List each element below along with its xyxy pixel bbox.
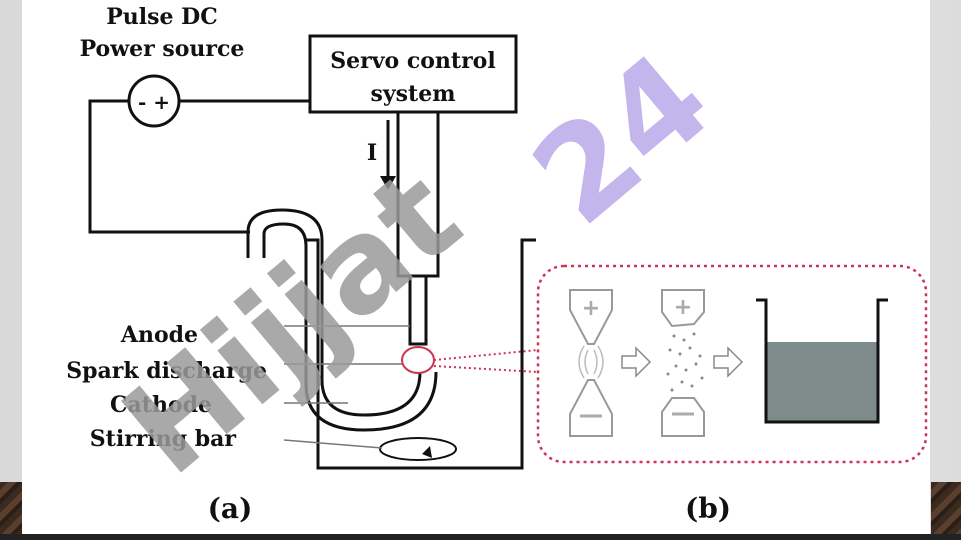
stirring-bar-arrow — [422, 446, 432, 458]
process-arrow-1 — [621, 346, 652, 378]
electrode-pair-after: + — [661, 289, 705, 437]
process-arrow-2 — [713, 346, 744, 378]
positive-sign-2: + — [674, 295, 692, 320]
spark-discharge-label: Spark discharge — [66, 358, 267, 384]
colloid-beaker — [756, 298, 888, 424]
stirring-bar-label: Stirring bar — [90, 426, 237, 452]
zoom-connector-bottom — [433, 365, 539, 373]
anode-label: Anode — [120, 322, 198, 348]
power-source-label-1: Pulse DC — [106, 4, 218, 30]
anode-holder — [396, 110, 440, 278]
panel-a-label: (a) — [208, 492, 253, 525]
slide-bottom-bar — [0, 534, 961, 540]
positive-sign-1: + — [582, 296, 600, 321]
cathode-tube-inner — [262, 222, 438, 432]
cathode-label: Cathode — [110, 392, 212, 418]
spark-discharge-diagram: Pulse DC Power source - + Servo control … — [66, 4, 928, 525]
panel-b-label: (b) — [685, 492, 731, 525]
zoom-box — [536, 264, 928, 464]
stirring-bar — [379, 437, 457, 461]
figure-panel: Pulse DC Power source - + Servo control … — [22, 0, 930, 534]
beaker — [304, 238, 536, 470]
servo-label-2: system — [371, 81, 456, 107]
electrode-pair-before: + — [569, 289, 613, 437]
current-arrow-head — [380, 176, 396, 190]
wood-corner-left — [0, 482, 22, 540]
power-source-label-2: Power source — [80, 36, 245, 62]
polarity-label: - + — [138, 90, 170, 114]
cathode-tube-outer — [246, 208, 422, 417]
stirring-pointer — [283, 439, 383, 449]
watermark-text-purple: 24 — [506, 25, 738, 254]
wood-corner-right — [931, 482, 961, 540]
current-label: I — [367, 140, 377, 166]
colloid-liquid — [766, 342, 878, 422]
servo-label-1: Servo control — [330, 48, 495, 74]
servo-control-box — [308, 34, 518, 114]
anode-electrode — [408, 274, 428, 346]
spark-discharge-marker — [401, 346, 435, 374]
wire-power-to-cathode — [88, 99, 250, 234]
